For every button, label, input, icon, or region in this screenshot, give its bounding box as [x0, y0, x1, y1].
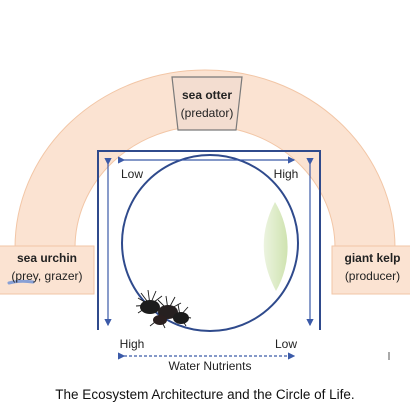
kelp-crescent [263, 202, 288, 291]
habitat-frame [97, 150, 321, 330]
top-left-level: Low [120, 167, 143, 181]
giant-kelp-name: giant kelp [344, 251, 401, 265]
sea-otter-name: sea otter [181, 88, 233, 102]
circle-of-life [121, 154, 299, 332]
sea-urchin-cluster [135, 289, 192, 329]
sea-otter-role: (predator) [180, 106, 234, 120]
food-web-arch [14, 69, 396, 295]
sea-otter-box [171, 76, 243, 131]
sea-urchin-box [0, 245, 95, 295]
sea-urchin-role: (prey, grazer) [11, 269, 83, 283]
top-right-level: High [273, 167, 299, 181]
highlight-mark [7, 279, 35, 285]
bottom-left-level: High [119, 337, 145, 351]
bottom-right-level: Low [274, 337, 297, 351]
giant-kelp-box [331, 245, 410, 295]
giant-kelp-role: (producer) [344, 269, 401, 283]
water-nutrients-label: Water Nutrients [168, 359, 252, 373]
sea-urchin-name: sea urchin [16, 251, 78, 265]
figure-caption: The Ecosystem Architecture and the Circl… [55, 387, 355, 402]
